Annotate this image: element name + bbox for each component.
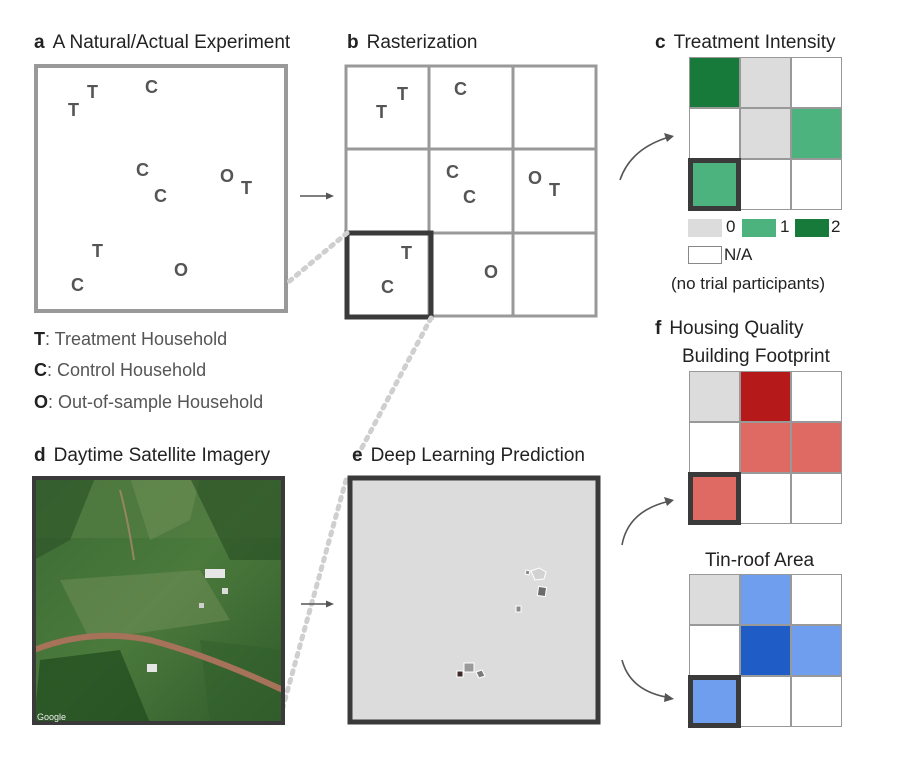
grid-cell — [740, 108, 791, 159]
legend-treatment: T: Treatment Household — [34, 329, 228, 349]
grid-cell — [791, 57, 842, 108]
grid-cell — [740, 57, 791, 108]
satellite-frame — [32, 476, 285, 725]
legend-label-0: 0 — [726, 217, 736, 236]
raster-grid — [344, 64, 598, 318]
arrow-b-to-c — [619, 133, 674, 181]
legend-na-note: (no trial participants) — [671, 274, 826, 293]
experiment-box — [34, 64, 288, 313]
grid-cell — [689, 574, 740, 625]
grid-cell — [791, 574, 842, 625]
panel-a-title-text: A Natural/Actual Experiment — [52, 32, 291, 53]
prediction-box — [347, 475, 601, 725]
legend-label-na: N/A — [724, 245, 753, 264]
dotted-connector — [283, 230, 350, 287]
household-treatment: T — [241, 178, 252, 198]
panel-e-title-text: Deep Learning Prediction — [370, 445, 585, 466]
legend-out-of-sample: O: Out-of-sample Household — [34, 392, 264, 412]
household-control: C — [454, 79, 467, 99]
grid-cell — [740, 676, 791, 727]
legend-control: C: Control Household — [34, 360, 207, 380]
grid-cell — [740, 159, 791, 210]
grid-cell — [791, 159, 842, 210]
household-control: C — [154, 186, 167, 206]
arrow-e-to-tinroof — [621, 659, 674, 702]
grid-cell — [689, 422, 740, 473]
arrow-d-to-e — [301, 600, 334, 608]
household-treatment: T — [92, 241, 103, 261]
building-footprint-grid — [688, 371, 842, 525]
panel-c-letter: c — [655, 32, 666, 53]
panel-b-title: b Rasterization — [347, 32, 478, 54]
grid-cell — [689, 625, 740, 676]
household-treatment: T — [68, 100, 79, 120]
panel-f-title: f Housing Quality — [655, 318, 803, 340]
grid-highlight-cell — [688, 472, 741, 525]
grid-highlight-cell — [688, 675, 741, 728]
grid-cell — [689, 108, 740, 159]
panel-e-title: e Deep Learning Prediction — [352, 445, 585, 467]
grid-cell — [689, 371, 740, 422]
predicted-buildings — [456, 567, 548, 679]
panel-a-title: a A Natural/Actual Experiment — [34, 32, 290, 54]
arrow-e-to-footprint — [621, 497, 674, 546]
tin-roof-grid — [688, 574, 842, 728]
grid-cell — [740, 371, 791, 422]
grid-cell — [791, 625, 842, 676]
building-footprint-title: Building Footprint — [682, 346, 830, 367]
treatment-intensity-grid — [688, 57, 842, 211]
panel-c-title-text: Treatment Intensity — [673, 32, 836, 53]
household-control: C — [446, 162, 459, 182]
household-control: C — [381, 277, 394, 297]
household-control: C — [71, 275, 84, 295]
household-control: C — [136, 160, 149, 180]
panel-d-title: d Daytime Satellite Imagery — [34, 445, 270, 467]
panel-d-letter: d — [34, 445, 46, 466]
arrow-a-to-b — [300, 192, 334, 200]
legend-swatch-0 — [688, 219, 722, 237]
panel-c-title: c Treatment Intensity — [655, 32, 836, 54]
household-treatment: T — [549, 180, 560, 200]
household-treatment: T — [87, 82, 98, 102]
grid-cell — [791, 422, 842, 473]
grid-highlight-cell — [688, 158, 741, 211]
household-control: C — [463, 187, 476, 207]
panel-b-letter: b — [347, 32, 359, 53]
legend-label-2: 2 — [831, 217, 841, 236]
household-out: O — [220, 166, 235, 186]
dotted-connector — [278, 477, 349, 717]
panel-b-title-text: Rasterization — [366, 32, 478, 53]
grid-cell — [791, 676, 842, 727]
satellite-watermark: Google — [37, 712, 67, 722]
panel-f-letter: f — [655, 318, 662, 339]
household-treatment: T — [401, 243, 412, 263]
legend-swatch-na — [688, 246, 722, 264]
panel-e-letter: e — [352, 445, 363, 466]
highlight-cell — [344, 230, 434, 320]
household-out: O — [174, 260, 189, 280]
satellite-image — [32, 478, 285, 723]
grid-cell — [740, 625, 791, 676]
household-treatment: T — [376, 102, 387, 122]
grid-cell — [791, 473, 842, 524]
grid-cell — [689, 57, 740, 108]
panel-d-title-text: Daytime Satellite Imagery — [53, 445, 271, 466]
legend-swatch-1 — [742, 219, 776, 237]
grid-cell — [740, 473, 791, 524]
legend-label-1: 1 — [780, 217, 790, 236]
grid-cell — [791, 108, 842, 159]
tin-roof-title: Tin-roof Area — [705, 550, 815, 571]
household-out: O — [484, 262, 499, 282]
household-treatment: T — [397, 84, 408, 104]
legend-swatch-2 — [795, 219, 829, 237]
dotted-connector — [354, 315, 434, 460]
panel-a-letter: a — [34, 32, 45, 53]
household-control: C — [145, 77, 158, 97]
household-out: O — [528, 168, 543, 188]
grid-cell — [740, 422, 791, 473]
panel-f-title-text: Housing Quality — [669, 318, 804, 339]
grid-cell — [791, 371, 842, 422]
grid-cell — [740, 574, 791, 625]
